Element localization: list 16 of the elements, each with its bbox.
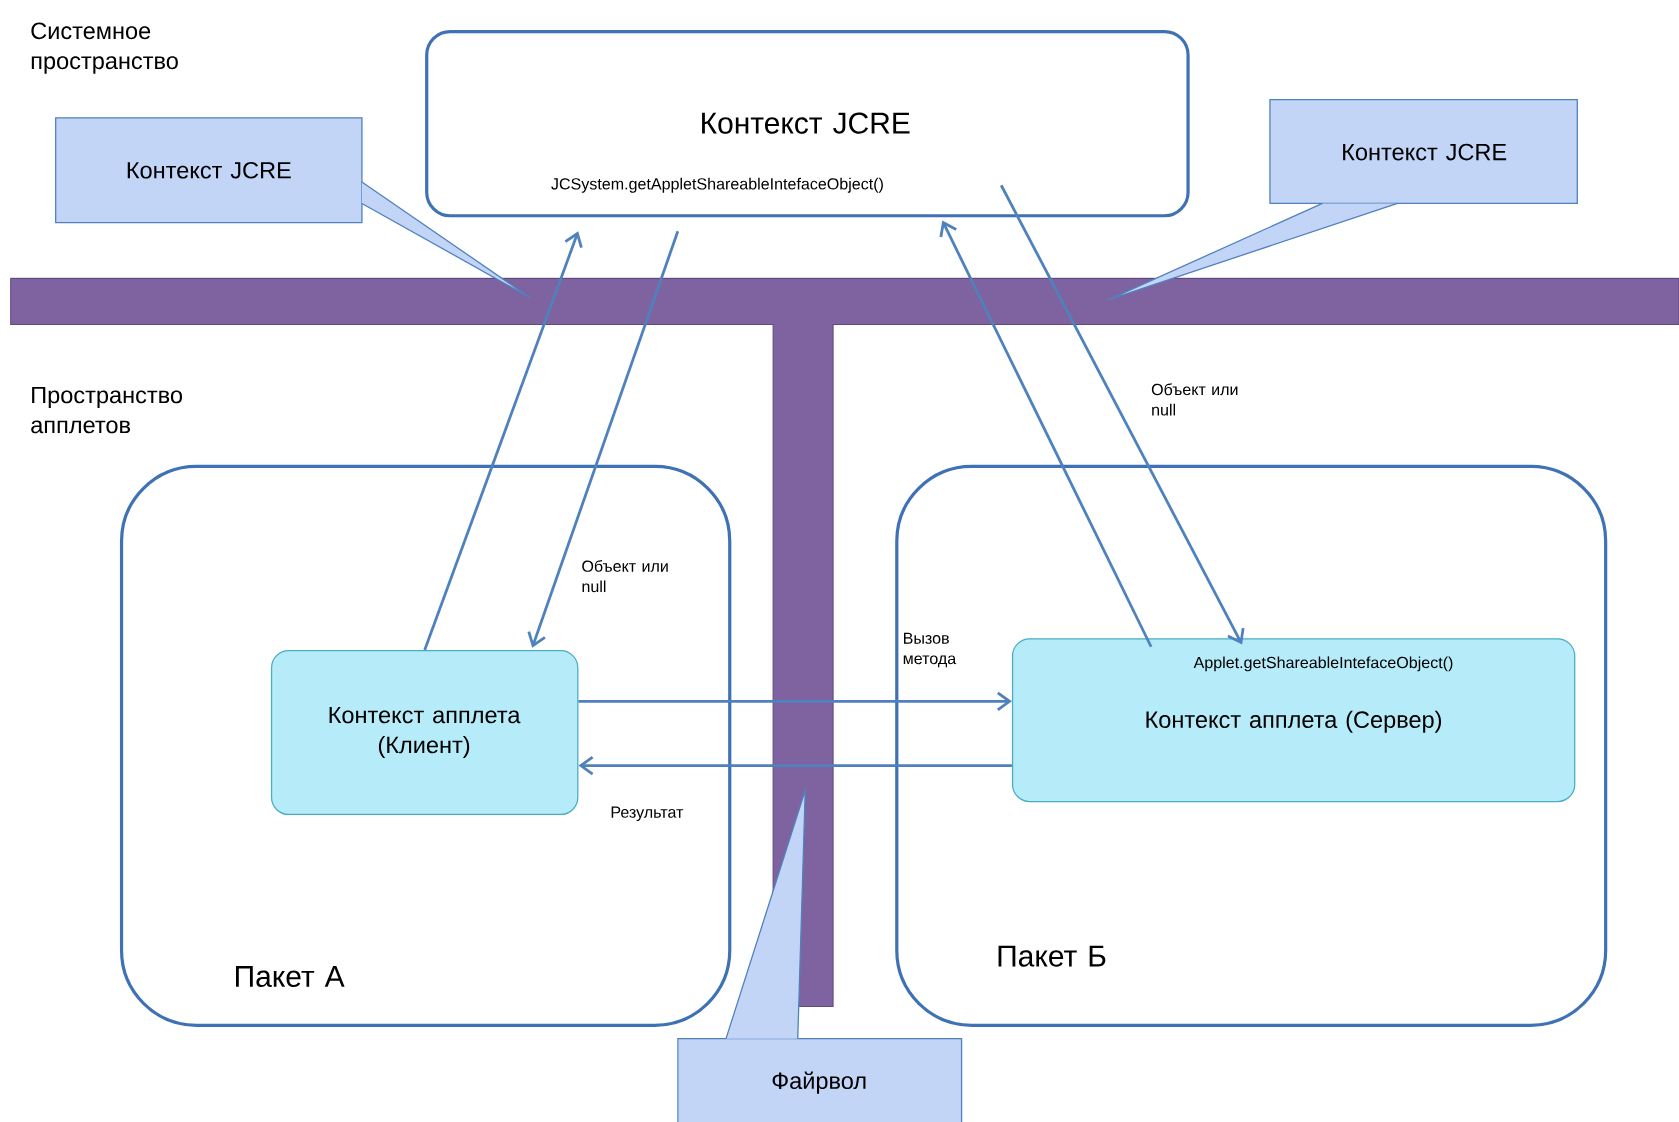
edge-label: Вызов метода bbox=[903, 632, 957, 668]
area-label: Пространство апплетов bbox=[31, 386, 183, 434]
context-box: Контекст JCRE JCSystem.getAppletShareableIntefaceObject() bbox=[425, 29, 1190, 218]
arrow bbox=[999, 184, 1245, 645]
area-label: Системное пространство bbox=[31, 22, 178, 74]
arrow bbox=[423, 231, 583, 651]
edge-label: Объект или null bbox=[582, 559, 668, 593]
arrow bbox=[578, 691, 1012, 711]
context-box: Контекст апплета (Клиент) bbox=[270, 649, 579, 815]
callout-box: Контекст JCRE bbox=[1107, 98, 1578, 301]
arrow bbox=[578, 755, 1012, 776]
callout-box: Контекст JCRE bbox=[55, 117, 531, 299]
edge-label: Объект или null bbox=[1151, 383, 1238, 416]
arrow bbox=[527, 230, 680, 648]
arrow bbox=[939, 220, 1153, 648]
context-box: Applet.getShareableIntefaceObject() Контекст апплета (Сервер) bbox=[1011, 638, 1576, 803]
